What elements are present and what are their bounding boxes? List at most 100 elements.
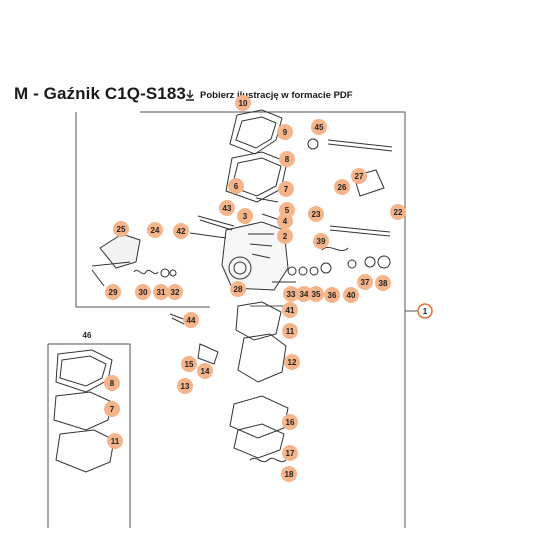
callout-11: 11: [282, 323, 298, 339]
part-drawings: [53, 109, 393, 473]
callout-number: 43: [223, 204, 232, 213]
callout-number: 35: [312, 290, 321, 299]
callout-badge: [104, 401, 120, 417]
callout-badge: [277, 124, 293, 140]
callout-number: 26: [338, 183, 347, 192]
callout-badge: [390, 204, 406, 220]
callout-46: 46: [83, 331, 92, 340]
callout-badge: [105, 284, 121, 300]
callout-badge: [375, 275, 391, 291]
main-callout-number: 1: [423, 307, 428, 316]
callout-badge: [219, 200, 235, 216]
callout-number: 15: [185, 360, 194, 369]
callout-18: 18: [281, 466, 297, 482]
callout-15: 15: [181, 356, 197, 372]
callout-badge: [278, 181, 294, 197]
callout-badge: [177, 378, 193, 394]
callout-17: 17: [282, 445, 298, 461]
callout-badge: [351, 168, 367, 184]
callout-number: 18: [285, 470, 294, 479]
callout-number: 3: [243, 212, 248, 221]
callout-badge: [113, 221, 129, 237]
callout-badge: [197, 363, 213, 379]
callout-number: 31: [157, 288, 166, 297]
callout-number: 8: [285, 155, 290, 164]
callout-number: 44: [187, 316, 196, 325]
callout-badge: [308, 286, 324, 302]
callout-number: 36: [328, 291, 337, 300]
callout-badge: [313, 233, 329, 249]
callout-number: 7: [284, 185, 289, 194]
callout-16: 16: [282, 414, 298, 430]
download-pdf-link[interactable]: Pobierz ilustrację w formacie PDF: [185, 90, 353, 101]
callout-42: 42: [173, 223, 189, 239]
callout-badge: [281, 466, 297, 482]
main-callout-ring: [417, 303, 433, 319]
callout-badge: [311, 119, 327, 135]
callout-26: 26: [334, 179, 350, 195]
callout-badge: [147, 222, 163, 238]
callout-number: 41: [286, 306, 295, 315]
callout-number: 5: [285, 206, 290, 215]
callout-badge: [357, 274, 373, 290]
callout-number: 8: [110, 379, 115, 388]
callout-4: 4: [277, 213, 293, 229]
callout-number: 13: [181, 382, 190, 391]
callout-41: 41: [282, 302, 298, 318]
callout-badge: [183, 312, 199, 328]
callout-28: 28: [230, 281, 246, 297]
callout-8: 8: [104, 375, 120, 391]
callout-number: 10: [239, 99, 248, 108]
page-title: M - Gaźnik C1Q-S183: [14, 84, 186, 103]
callout-7: 7: [278, 181, 294, 197]
callout-badge: [279, 151, 295, 167]
callout-10: 10: [235, 95, 251, 111]
callout-7: 7: [104, 401, 120, 417]
callout-badge: [167, 284, 183, 300]
callout-number: 4: [283, 217, 288, 226]
callout-11: 11: [107, 433, 123, 449]
callout-badge: [237, 208, 253, 224]
callout-number: 22: [394, 208, 403, 217]
callout-number: 33: [287, 290, 296, 299]
callout-number: 46: [83, 331, 92, 340]
callout-number: 38: [379, 279, 388, 288]
callout-44: 44: [183, 312, 199, 328]
callout-number: 42: [177, 227, 186, 236]
callout-number: 39: [317, 237, 326, 246]
callout-badge: [283, 286, 299, 302]
callout-badge: [277, 228, 293, 244]
callout-34: 34: [296, 286, 312, 302]
callout-badge: [282, 323, 298, 339]
callout-number: 9: [283, 128, 288, 137]
callout-badge: [230, 281, 246, 297]
callout-12: 12: [284, 354, 300, 370]
callout-badge: [235, 95, 251, 111]
callout-number: 17: [286, 449, 295, 458]
callout-number: 37: [361, 278, 370, 287]
callout-9: 9: [277, 124, 293, 140]
callout-29: 29: [105, 284, 121, 300]
callout-number: 14: [201, 367, 210, 376]
callout-badge: [308, 206, 324, 222]
callout-badge: [334, 179, 350, 195]
callout-38: 38: [375, 275, 391, 291]
callout-badge: [181, 356, 197, 372]
callout-badge: [277, 213, 293, 229]
callout-main: 1: [417, 303, 433, 319]
callout-badge: [173, 223, 189, 239]
callout-badge: [228, 178, 244, 194]
callout-number: 30: [139, 288, 148, 297]
callout-number: 24: [151, 226, 160, 235]
callout-number: 25: [117, 225, 126, 234]
callout-badge: [324, 287, 340, 303]
callout-badge: [296, 286, 312, 302]
callout-number: 40: [347, 291, 356, 300]
callout-number: 12: [288, 358, 297, 367]
callout-39: 39: [313, 233, 329, 249]
callout-3: 3: [237, 208, 253, 224]
callout-43: 43: [219, 200, 235, 216]
callout-23: 23: [308, 206, 324, 222]
